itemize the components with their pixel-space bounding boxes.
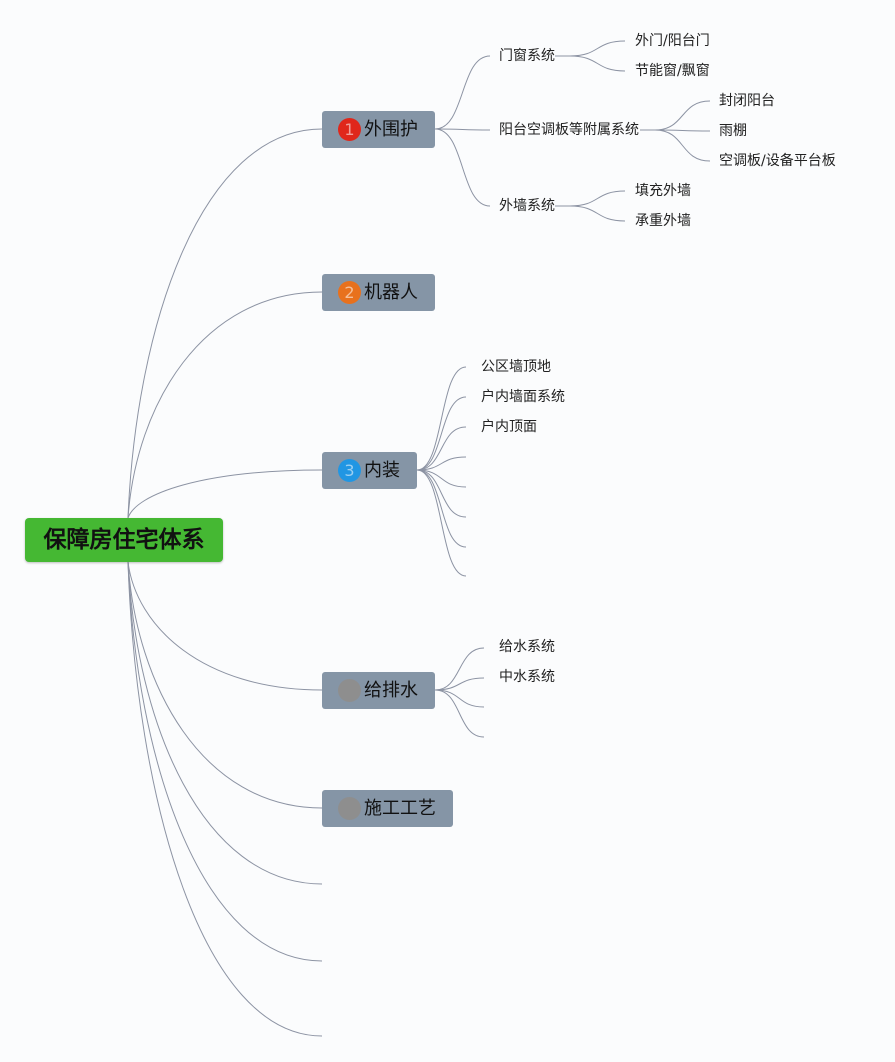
branch3-link-6 [416, 469, 467, 548]
root-link-5 [127, 561, 323, 885]
branch1-link-0 [434, 55, 491, 130]
branch4-link-3 [434, 689, 485, 738]
branch-node-construction[interactable]: 施工工艺 [322, 790, 453, 827]
root-link-0 [127, 128, 323, 519]
branch-number-badge [338, 679, 361, 702]
node-closed-balcony[interactable]: 封闭阳台 [719, 93, 775, 109]
node-public-area[interactable]: 公区墙顶地 [481, 359, 551, 375]
branch-node-plumbing[interactable]: 给排水 [322, 672, 435, 709]
balcony-link-0 [654, 100, 711, 131]
branch4-link-1 [434, 677, 485, 691]
node-bearing-wall[interactable]: 承重外墙 [635, 213, 691, 229]
root-link-1 [127, 291, 323, 519]
node-water-supply[interactable]: 给水系统 [499, 639, 555, 655]
branch3-link-5 [416, 469, 467, 518]
node-ac-platform[interactable]: 空调板/设备平台板 [719, 153, 836, 169]
node-canopy[interactable]: 雨棚 [719, 123, 747, 139]
branch-number-badge: 1 [338, 118, 361, 141]
branch-number-badge: 3 [338, 459, 361, 482]
node-exterior-wall-system[interactable]: 外墙系统 [499, 198, 555, 214]
window-link-0 [569, 40, 626, 57]
branch-number-badge: 2 [338, 281, 361, 304]
node-exterior-door[interactable]: 外门/阳台门 [635, 33, 710, 49]
balcony-link-1 [654, 129, 711, 132]
root-link-4 [127, 561, 323, 809]
branch3-link-0 [416, 366, 467, 471]
node-balcony-system[interactable]: 阳台空调板等附属系统 [499, 122, 639, 138]
branch-node-interior[interactable]: 3 内装 [322, 452, 417, 489]
branch-label: 给排水 [364, 680, 418, 701]
branch-label: 内装 [364, 460, 400, 481]
branch-label: 外围护 [364, 119, 418, 140]
branch4-link-0 [434, 647, 485, 691]
root-node[interactable]: 保障房住宅体系 [25, 518, 223, 562]
root-link-6 [127, 561, 323, 962]
branch-node-robot[interactable]: 2 机器人 [322, 274, 435, 311]
wall-link-1 [569, 205, 626, 222]
branch4-link-2 [434, 689, 485, 708]
balcony-link-2 [654, 129, 711, 162]
node-window-system[interactable]: 门窗系统 [499, 48, 555, 64]
branch3-link-3 [416, 456, 467, 471]
wall-link-0 [569, 190, 626, 207]
branch1-link-1 [434, 128, 491, 131]
node-reclaimed-water[interactable]: 中水系统 [499, 669, 555, 685]
branch-label: 机器人 [364, 282, 418, 303]
branch1-link-2 [434, 128, 491, 207]
node-energy-window[interactable]: 节能窗/飘窗 [635, 63, 710, 79]
root-link-7 [127, 561, 323, 1037]
branch-number-badge [338, 797, 361, 820]
branch3-link-7 [416, 469, 467, 577]
node-infill-wall[interactable]: 填充外墙 [635, 183, 691, 199]
window-link-1 [569, 55, 626, 72]
node-indoor-ceiling[interactable]: 户内顶面 [481, 419, 537, 435]
node-indoor-wall-system[interactable]: 户内墙面系统 [481, 389, 565, 405]
branch-label: 施工工艺 [364, 798, 436, 819]
branch3-link-1 [416, 396, 467, 471]
branch-node-exterior[interactable]: 1 外围护 [322, 111, 435, 148]
root-link-2 [127, 469, 323, 519]
branch3-link-2 [416, 426, 467, 471]
branch3-link-4 [416, 469, 467, 488]
root-link-3 [127, 561, 323, 691]
